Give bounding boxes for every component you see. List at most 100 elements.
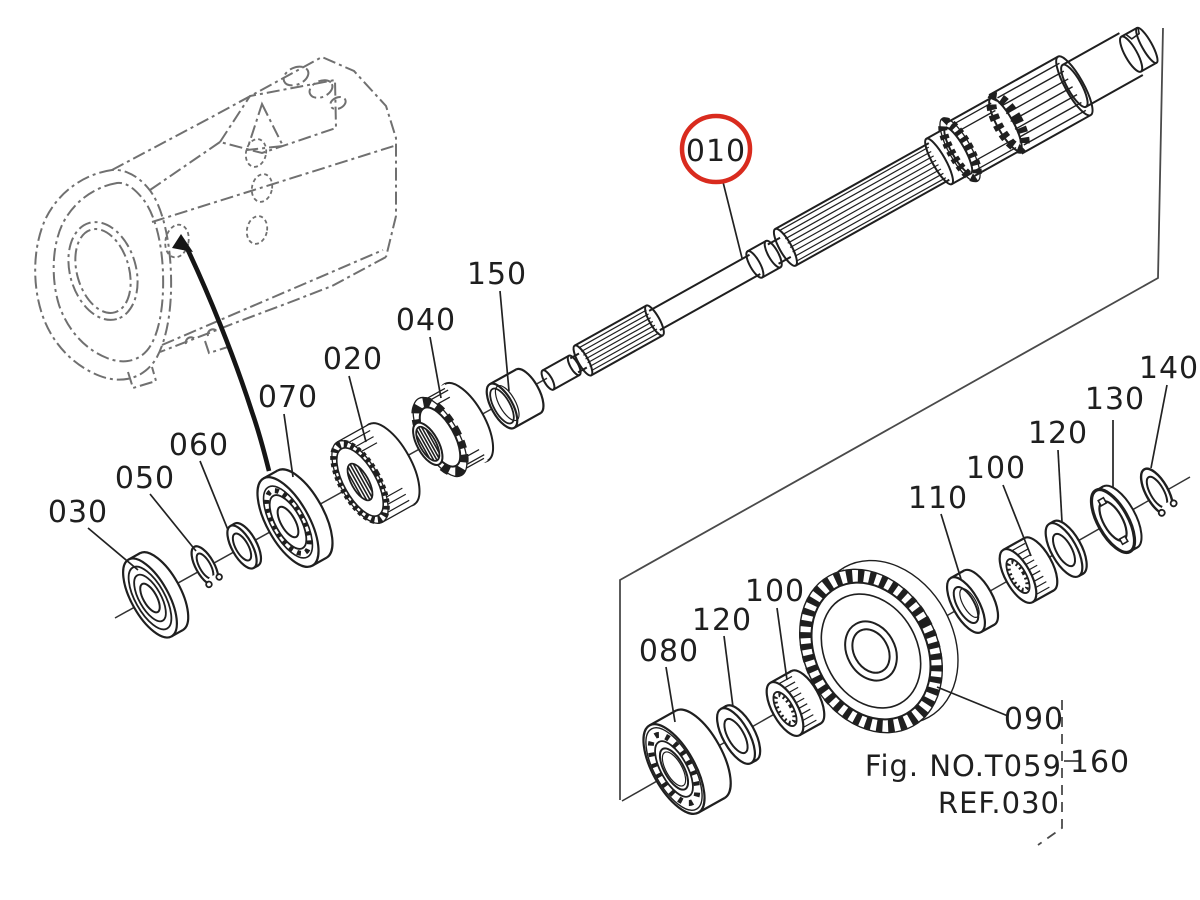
part-label-120b: 120: [1028, 416, 1088, 451]
part-label-030: 030: [48, 495, 108, 530]
bearing030-bore: [139, 582, 161, 614]
leader-060: [199, 460, 229, 531]
washer060-hole: [231, 532, 253, 562]
shaft-gear1-teeth: [938, 117, 982, 183]
part-070-bearing: [256, 468, 334, 568]
shaft-spline-hatch-1: [578, 309, 660, 371]
gear020-teeth: [330, 439, 390, 525]
upper-axis-line: [114, 370, 561, 619]
gear020-bore-splines: [346, 463, 374, 501]
part-label-150: 150: [467, 257, 527, 292]
bearing080-balls: [647, 731, 701, 807]
leader-010: [722, 181, 743, 259]
part-label-140: 140: [1139, 351, 1199, 386]
leader-050: [149, 493, 197, 552]
boundary-outline: [619, 27, 1164, 800]
leader-070: [283, 413, 294, 478]
leader-080: [665, 666, 676, 723]
part-label-060: 060: [169, 428, 229, 463]
case-bore-opening: [67, 221, 139, 321]
snapring050-hook-2: [215, 573, 223, 581]
part-110-collar: [945, 568, 1000, 634]
part-label-050: 050: [115, 461, 175, 496]
part-120a-washer: [715, 704, 762, 765]
case-foot-1: [127, 366, 158, 390]
part-labels: 010 150 040 020 070 060 050 030 080 120 …: [48, 134, 1199, 780]
part-150-bushing: [485, 367, 545, 430]
part-label-110: 110: [908, 481, 968, 516]
case-front-flange: [34, 168, 173, 381]
snapring050-hook-1: [205, 580, 213, 589]
part-130-lock-washer: [1089, 484, 1143, 555]
leader-150: [499, 290, 510, 392]
needle100b-bore: [1005, 558, 1031, 594]
snapring140-hook-2: [1169, 499, 1178, 508]
part-020-gear: [330, 422, 421, 525]
part-040-gear: [411, 381, 495, 478]
gear040-teeth: [411, 397, 469, 477]
needle100b-cage-ticks: [1006, 560, 1030, 592]
part-080-bearing: [642, 708, 732, 815]
shaft-gear2-drum-teeth: [997, 62, 1087, 146]
part-120b-washer: [1044, 519, 1088, 578]
boundary-dashed-ref-edge: [1037, 700, 1063, 846]
part-label-020: 020: [323, 342, 383, 377]
part-label-120a: 120: [692, 603, 752, 638]
part-060-washer: [226, 521, 263, 570]
figure-reference: Fig. NO.T059 REF.030: [865, 749, 1061, 820]
case-flange-inner: [52, 181, 165, 363]
transmission-case-phantom: [34, 55, 397, 390]
part-label-090: 090: [1004, 702, 1064, 737]
leader-090: [936, 686, 1009, 717]
group-boundary-sheet: [619, 27, 1164, 846]
shaft-tip-notch: [1125, 27, 1141, 40]
part-label-130: 130: [1085, 382, 1145, 417]
part-010-main-shaft: [540, 25, 1161, 391]
gear090-bore: [851, 628, 891, 674]
case-bore-inner: [74, 228, 132, 314]
leader-030: [87, 527, 139, 571]
pointer-arrowhead-icon: [172, 234, 193, 252]
washer130-key-notch-bottom: [1118, 535, 1129, 546]
leader-040: [429, 336, 442, 399]
part-050-snap-ring: [190, 545, 223, 590]
case-boss-3: [329, 96, 347, 110]
case-bump-2: [184, 336, 197, 345]
case-mid-edge: [151, 145, 395, 223]
part-030-bearing: [122, 551, 190, 639]
leader-lines: [87, 181, 1168, 723]
part-label-080: 080: [639, 634, 699, 669]
case-bump-1: [206, 328, 219, 337]
part-090-gear: [799, 559, 959, 734]
bearing070-bore: [276, 505, 300, 539]
part-label-160: 160: [1070, 745, 1130, 780]
gear090-teeth: [799, 569, 943, 733]
shaft-body-fill: [542, 25, 1161, 390]
case-foot-2: [204, 335, 230, 355]
washer120b-hole: [1051, 532, 1077, 568]
leader-020: [348, 375, 367, 443]
leader-120b: [1057, 449, 1063, 523]
needle100a-cage-ticks: [773, 693, 797, 725]
bearing080-bore: [658, 747, 690, 791]
gear090-web: [820, 593, 922, 709]
shaft-spline-hatch-2: [780, 146, 947, 262]
case-boss-2: [308, 79, 334, 99]
part-label-040: 040: [396, 303, 456, 338]
case-inner-rim: [161, 249, 384, 346]
part-100a-needle-bearing: [765, 669, 826, 737]
part-label-010: 010: [686, 134, 746, 169]
case-boss-1: [282, 65, 310, 87]
case-top-opening: [218, 78, 338, 155]
leader-100a: [776, 607, 788, 681]
case-hidden-holes: [164, 138, 274, 259]
leader-100b: [1002, 484, 1032, 557]
part-140-snap-ring: [1139, 467, 1178, 519]
leader-140: [1150, 384, 1168, 469]
case-bottom-edge: [159, 256, 387, 353]
leader-110: [940, 513, 962, 580]
case-rib: [245, 101, 285, 152]
highlight-circle-010: [679, 113, 753, 185]
